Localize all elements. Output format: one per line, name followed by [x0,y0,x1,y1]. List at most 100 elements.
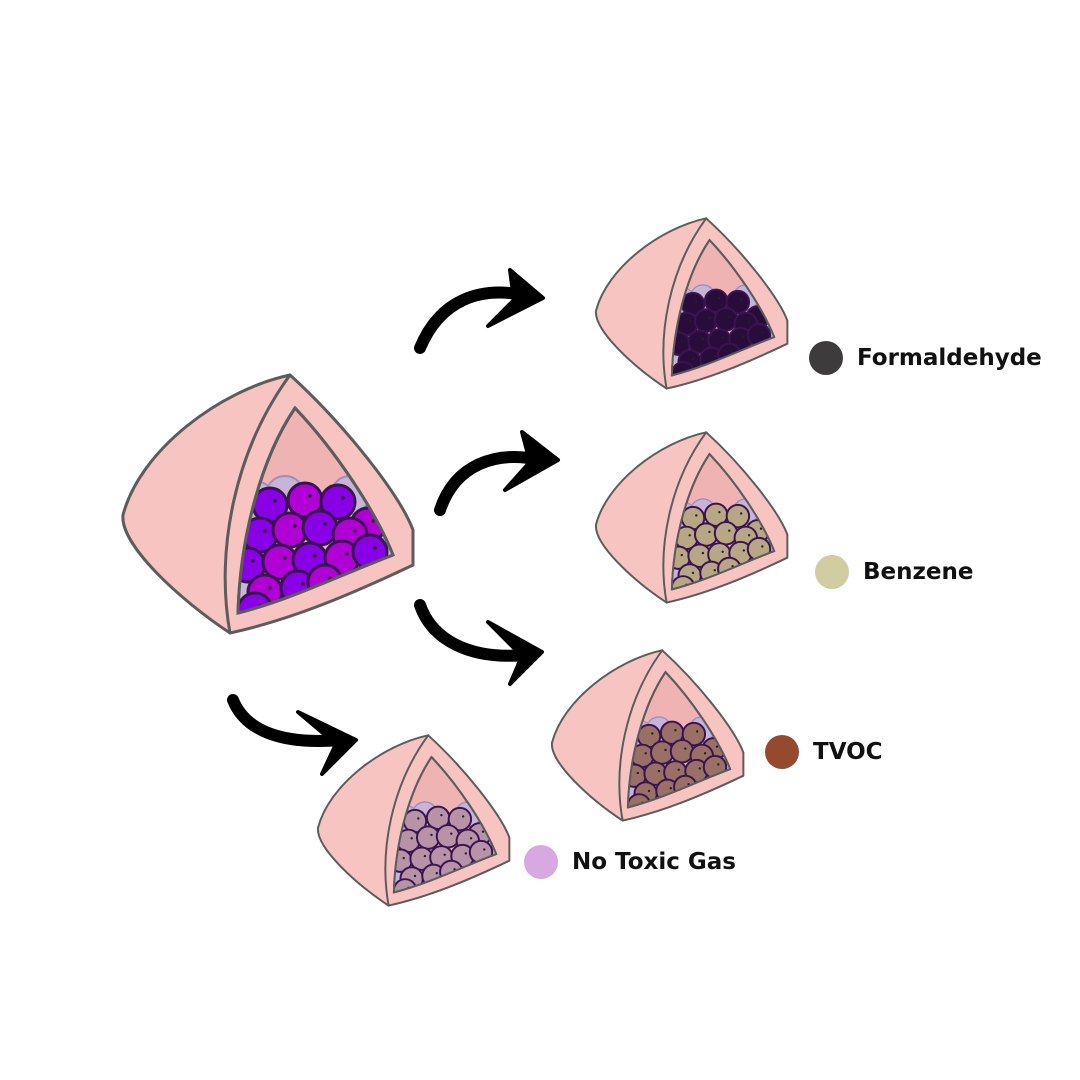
molecule-dot [450,832,453,835]
molecule-dot [664,748,667,752]
molecule-dot [251,559,255,563]
arrow-shaft [434,451,546,516]
molecule-dot [371,519,375,523]
gas-molecule [725,503,751,529]
molecule-dot [308,494,312,498]
molecule-dot [759,313,763,316]
capsule-back-shell [594,431,708,604]
arrow-head-icon [296,710,358,776]
molecule-dot [430,833,433,837]
molecule-dot [373,546,377,550]
molecule-dot [443,853,446,856]
molecule-dot [440,813,443,817]
molecule-dot [644,752,647,755]
molecule-dot [742,549,746,552]
molecule-dot [721,336,724,339]
molecule-dot [413,874,417,878]
gas-molecule [301,509,339,547]
molecule-dot [684,747,687,750]
molecule-dot [718,510,721,514]
legend-formaldehyde: Formaldehyde [809,341,1042,375]
molecule-dot [742,335,746,338]
molecule-dot [674,728,677,732]
molecule-dot [483,848,486,851]
molecule-dot [293,524,297,528]
molecule-dot [718,296,721,300]
molecule-dot [345,552,349,556]
molecule-dot [713,355,716,358]
molecule-dot [695,730,699,733]
legend-no-toxic-gas: No Toxic Gas [524,845,736,879]
arrow-head-icon [503,430,560,492]
capsule-back-shell [594,217,708,390]
molecule-dot [341,496,345,500]
legend-label-tvoc: TVOC [813,739,883,765]
capsule-back-shell [121,373,292,635]
molecule-dot [701,337,705,341]
arrow-to-formaldehyde [414,268,545,354]
molecule-dot [263,529,267,533]
molecule-dot [715,745,719,748]
molecule-dot [728,315,731,318]
molecule-dot [636,771,639,775]
molecule-dot [698,767,702,770]
arrow-head-icon [486,620,544,686]
capsule-benzene [594,431,789,604]
molecule-dot [469,837,473,840]
gas-molecule [435,824,461,849]
legend-dot-benzene [815,555,849,589]
molecule-dot [708,316,711,320]
legend-label-no-toxic-gas: No Toxic Gas [572,849,736,875]
molecule-dot [695,300,698,303]
arrow-to-tvoc [414,599,544,686]
capsule-back-shell [550,649,664,822]
molecule-dot [301,582,305,586]
molecule-dot [691,571,695,575]
gas-molecule [319,483,357,521]
molecule-dot [268,586,272,590]
capsule-tvoc [550,649,745,822]
legend-label-formaldehyde: Formaldehyde [857,345,1042,371]
molecule-dot [273,499,277,503]
molecule-dot [701,551,705,555]
arrow-to-no-toxic-gas [227,694,358,776]
molecule-dot [708,530,711,534]
molecule-dot [688,320,691,323]
molecule-dot [759,527,763,530]
molecule-dot [283,556,287,560]
molecule-dot [423,854,427,858]
molecule-dot [647,789,651,793]
molecule-dot [721,550,724,553]
legend-tvoc: TVOC [765,735,883,769]
molecule-dot [651,732,654,735]
molecule-dot [680,553,683,557]
gas-molecule [669,739,695,764]
legend-dot-formaldehyde [809,341,843,375]
gas-molecule [713,307,739,332]
molecule-dot [728,529,731,532]
molecule-dot [761,545,764,548]
molecule-dot [691,357,695,361]
arrow-shaft [227,694,346,747]
capsule-no-toxic-gas [316,734,511,907]
gas-molecule [681,721,707,747]
molecule-dot [680,339,683,343]
capsule-formaldehyde [594,217,789,390]
arrow-to-benzene [434,430,560,516]
molecule-dot [739,512,743,515]
molecule-dot [481,830,485,833]
gas-molecule [713,521,739,546]
gas-molecule [447,806,473,832]
molecule-dot [669,787,672,790]
main-capsule [121,373,415,635]
molecule-dot [695,514,698,517]
legend-dot-no-toxic-gas [524,845,558,879]
molecule-dot [761,331,764,334]
molecule-dot [747,320,751,323]
molecule-dot [464,852,468,855]
molecule-dot [353,529,357,533]
molecule-dot [703,752,707,755]
molecule-dot [402,856,405,860]
molecule-dot [410,837,413,840]
